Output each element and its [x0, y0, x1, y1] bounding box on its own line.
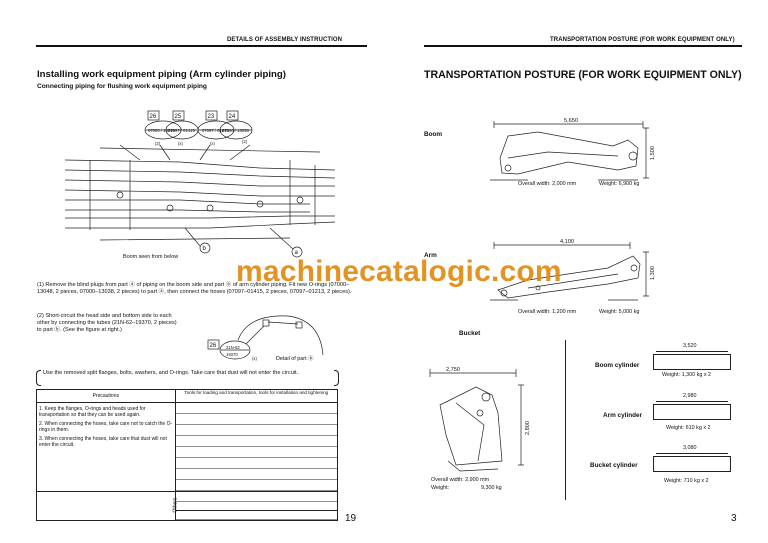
others-label: Others — [172, 497, 179, 513]
precaution-item: 1. Keep the flanges, O-rings and heads u… — [39, 406, 146, 419]
boom-cylinder-figure — [653, 354, 731, 370]
figure-tag-23: 23 — [208, 114, 215, 120]
arm-cylinder-length: 2,980 — [683, 393, 697, 399]
step-1-text: (1) Remove the blind plugs from part ⓐ o… — [37, 282, 352, 296]
boom-figure: 5,650 1,500 — [490, 118, 656, 181]
bucket-label: Bucket — [459, 330, 481, 337]
boom-cylinder-length: 3,520 — [683, 343, 697, 349]
arm-weight: Weight: 5,000 kg — [599, 309, 640, 315]
left-running-header: DETAILS OF ASSEMBLY INSTRUCTION — [227, 37, 343, 43]
note-text: Use the removed split flanges, bolts, wa… — [43, 370, 299, 376]
left-header-rule — [36, 45, 367, 47]
detail-figure: 26 21N-62 19370 (x) — [207, 315, 324, 361]
qty-mid-b: (x) — [210, 141, 215, 146]
arm-cylinder-label: Arm cylinder — [603, 412, 643, 419]
piping-figure: 26 25 23 24 07000 / 13048 07097 / 01415 … — [64, 110, 336, 258]
bucket-overall-width: Overall width: 2,900 mm — [431, 477, 490, 483]
bucket-cylinder-label: Bucket cylinder — [590, 462, 638, 469]
qty-left: (2) — [155, 141, 161, 146]
bucket-height: 2,800 — [525, 421, 531, 435]
bucket-figure: 2,750 2,800 — [429, 367, 531, 472]
step-2-text: (2) Short-circuit the head side and bott… — [37, 313, 177, 334]
detail-bubble-top: 21N-62 — [226, 345, 240, 350]
right-page-number: 3 — [731, 513, 737, 524]
figure-tag-25: 25 — [175, 114, 182, 120]
detail-tag: 26 — [210, 343, 217, 349]
bucket-length: 2,750 — [446, 367, 460, 373]
arm-height: 1,300 — [650, 266, 656, 280]
precaution-item: 3. When connecting the hoses, take care … — [39, 435, 167, 449]
right-header-rule — [424, 45, 742, 47]
arm-overall-width: Overall width: 1,200 mm — [518, 309, 577, 315]
boom-cylinder-label: Boom cylinder — [595, 362, 640, 369]
bucket-divider — [565, 340, 566, 500]
note-bracket-left — [36, 370, 41, 386]
bubble-part-a: 07000 / 13048 — [148, 128, 175, 133]
boom-cylinder-weight: Weight: 1,300 kg x 2 — [662, 372, 712, 378]
arm-length: 4,100 — [560, 239, 574, 245]
tool-rows — [175, 403, 337, 491]
arm-figure: 4,100 1,300 — [490, 239, 656, 301]
bubble-part-d: 07000 / 13038 — [222, 128, 249, 133]
bubble-part-c: 07097 / 01213 — [202, 128, 229, 133]
detail-caption: Detail of part ⓑ — [276, 356, 314, 362]
arm-label: Arm — [424, 252, 437, 259]
right-section-title: TRANSPORTATION POSTURE (FOR WORK EQUIPME… — [424, 69, 742, 81]
boom-length: 5,650 — [564, 118, 578, 124]
bucket-cylinder-weight: Weight: 710 kg x 2 — [664, 478, 709, 484]
others-rows — [175, 492, 337, 520]
left-section-title: Installing work equipment piping (Arm cy… — [37, 69, 286, 80]
boom-overall-width: Overall width: 2,000 mm — [518, 181, 577, 187]
boom-weight: Weight: 6,900 kg — [599, 181, 640, 187]
precaution-item: 2. When connecting the hoses, take care … — [39, 420, 173, 434]
figure-tag-24: 24 — [229, 114, 236, 120]
bucket-cylinder-length: 3,080 — [683, 445, 697, 451]
bubble-part-b: 07097 / 01415 — [168, 128, 195, 133]
boom-label: Boom — [424, 131, 443, 138]
left-page-number: 19 — [345, 513, 357, 524]
callout-a: a — [295, 250, 299, 256]
detail-qty: (x) — [252, 356, 257, 361]
bucket-weight: 9,300 kg — [481, 485, 502, 491]
left-subtitle: Connecting piping for flushing work equi… — [37, 83, 207, 90]
arm-cylinder-figure — [653, 404, 731, 420]
qty-mid-a: (x) — [178, 141, 183, 146]
bucket-cylinder-figure — [653, 456, 731, 472]
note-bracket-right — [334, 370, 339, 386]
precautions-table: Precautions Tools for loading and transp… — [36, 389, 339, 521]
bucket-cylinder-dim-line — [656, 453, 728, 454]
watermark: machinecatalogic.com — [236, 255, 562, 288]
qty-right: (2) — [242, 139, 248, 144]
arm-cylinder-dim-line — [656, 401, 728, 402]
boom-height: 1,500 — [650, 146, 656, 160]
detail-bubble-bottom: 19370 — [226, 352, 238, 357]
tools-header: Tools for loading and transportation, to… — [174, 389, 339, 403]
callout-b: b — [203, 246, 207, 252]
arm-cylinder-weight: Weight: 610 kg x 2 — [666, 425, 711, 431]
bucket-weight-label: Weight: — [431, 485, 450, 491]
figure-caption: Boom seen from below — [123, 254, 179, 260]
boom-cylinder-dim-line — [656, 351, 728, 352]
figure-tag-26: 26 — [150, 114, 157, 120]
right-running-header: TRANSPORTATION POSTURE (FOR WORK EQUIPME… — [550, 37, 735, 43]
precautions-header: Precautions — [36, 389, 176, 403]
